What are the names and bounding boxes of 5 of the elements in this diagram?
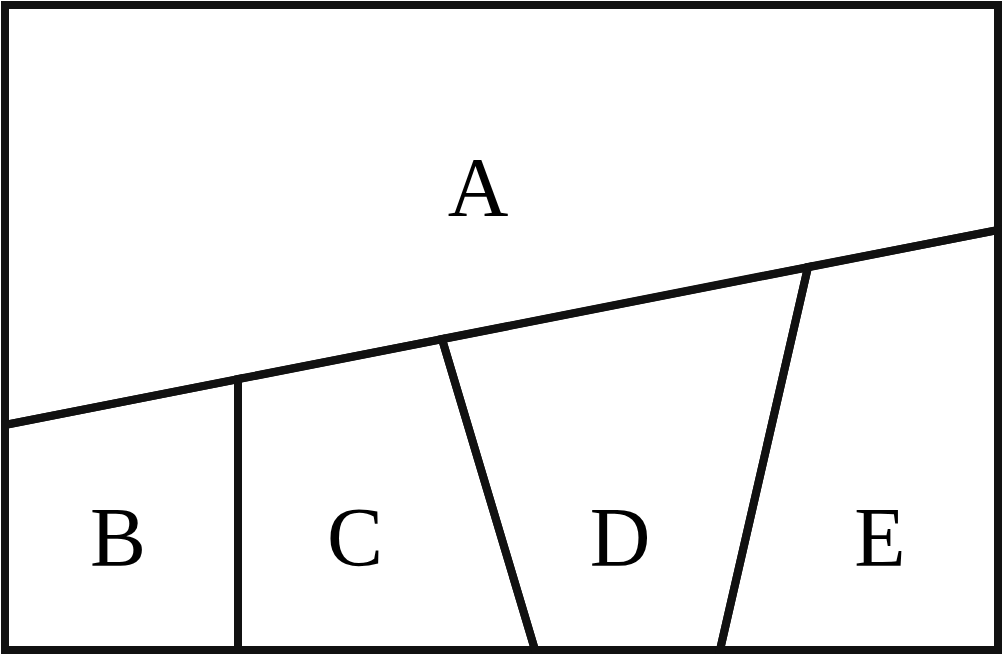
region-label: C (327, 496, 383, 580)
region-label: E (854, 496, 906, 580)
region-label: D (589, 496, 651, 580)
region-label: B (90, 496, 146, 580)
region-label: A (447, 146, 509, 230)
